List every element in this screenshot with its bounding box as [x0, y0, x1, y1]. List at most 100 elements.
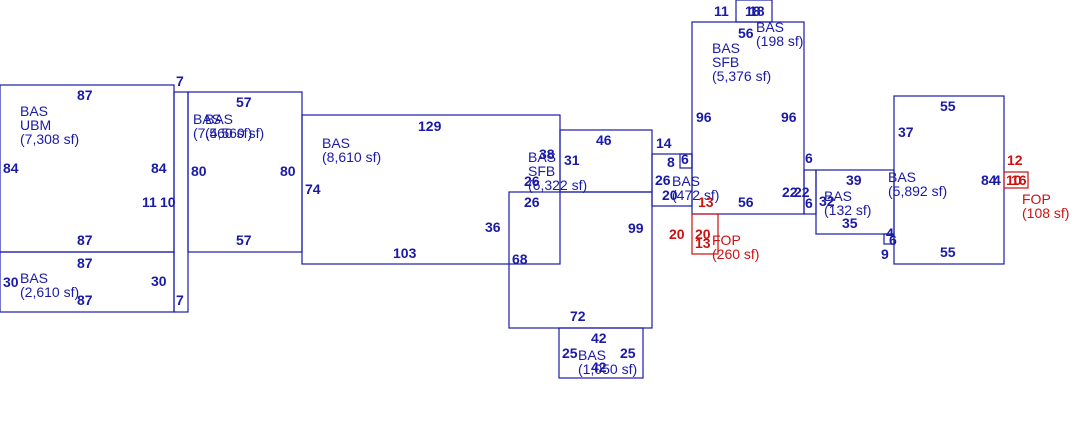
- area-label: (5,376 sf): [712, 68, 771, 84]
- dimension-label: 55: [940, 244, 956, 260]
- dimension-label: 4: [993, 172, 1001, 188]
- dimension-label: 72: [570, 308, 586, 324]
- area-labels: BAS UBM (7,308 sf) BAS (2,610 sf) BAS (7…: [20, 19, 1069, 377]
- area-label: UBM: [20, 117, 51, 133]
- dimension-label: 57: [236, 94, 252, 110]
- dimension-label: 13: [695, 235, 711, 251]
- area-label: BAS: [205, 111, 233, 127]
- dimension-label: 13: [698, 194, 714, 210]
- dimension-label: 42: [591, 330, 607, 346]
- area-label: BAS: [20, 270, 48, 286]
- area-label: FOP: [1022, 191, 1051, 207]
- dimension-label: 22: [794, 184, 810, 200]
- dimension-label: 6: [889, 232, 897, 248]
- area-label: FOP: [712, 232, 741, 248]
- area-label: (1,050 sf): [578, 361, 637, 377]
- dimension-label: 30: [3, 274, 19, 290]
- dimension-label: 16: [1011, 172, 1027, 188]
- dimension-label: 4: [886, 225, 894, 241]
- dimension-label: 56: [738, 25, 754, 41]
- area-label: (7,560 sf): [193, 125, 252, 141]
- dimension-label: 32: [819, 193, 835, 209]
- dimension-label: 20: [669, 226, 685, 242]
- dimension-label: 87: [77, 255, 93, 271]
- area-label: (7,308 sf): [20, 131, 79, 147]
- dimension-label: 11: [714, 3, 729, 19]
- area-label: BAS: [193, 111, 221, 127]
- dimension-label: 20: [662, 187, 678, 203]
- area-label: SFB: [528, 163, 555, 179]
- dimension-label: 74: [305, 181, 321, 197]
- area-label: (132 sf): [824, 202, 871, 218]
- dimension-label: 7: [176, 292, 184, 308]
- area-label: BAS: [756, 19, 784, 35]
- dimension-label: 57: [236, 232, 252, 248]
- dimension-label: 42: [591, 359, 607, 375]
- dimension-label: 96: [781, 109, 797, 125]
- sfb-5376: [691, 21, 805, 215]
- dimension-label: 12: [1007, 152, 1023, 168]
- fop-260: [691, 213, 719, 255]
- dimension-label: 84: [151, 160, 167, 176]
- dimension-label: 80: [191, 163, 207, 179]
- dimension-label: 31: [564, 152, 580, 168]
- dimension-label: 26: [524, 194, 540, 210]
- area-label: BAS: [528, 149, 556, 165]
- dimension-label: 10: [160, 194, 176, 210]
- dimension-labels: 87 84 84 87 7 11 10 87 87 30 30 7 57 80 …: [3, 3, 1027, 375]
- area-label: (472 sf): [672, 187, 719, 203]
- area-label: BAS: [712, 40, 740, 56]
- dimension-label: 14: [656, 135, 672, 151]
- area-label: (2,610 sf): [20, 284, 79, 300]
- dimension-label: 129: [418, 118, 442, 134]
- dimension-label: 20: [695, 226, 711, 242]
- dimension-label: 18: [745, 3, 761, 19]
- area-label: (108 sf): [1022, 205, 1069, 221]
- dimension-label: 6: [805, 150, 813, 166]
- dimension-label: 25: [562, 345, 578, 361]
- section-1050: [558, 327, 644, 379]
- dimension-label: 10: [1006, 172, 1022, 188]
- dimension-label: 7: [176, 73, 184, 89]
- dimension-label: 26: [524, 173, 540, 189]
- dimension-label: 87: [77, 232, 93, 248]
- area-label: (260 sf): [712, 246, 759, 262]
- dimension-label: 84: [3, 160, 19, 176]
- area-label: (5,892 sf): [888, 183, 947, 199]
- dimension-label: 22: [782, 184, 798, 200]
- area-label: (6,322 sf): [528, 177, 587, 193]
- dimension-label: 46: [596, 132, 612, 148]
- dimension-label: 55: [940, 98, 956, 114]
- area-label: BAS: [672, 173, 700, 189]
- dimension-label: 80: [280, 163, 296, 179]
- dimension-label: 9: [881, 246, 889, 262]
- dimension-label: 37: [898, 124, 914, 140]
- outlines: [0, 0, 1029, 379]
- dimension-label: 68: [512, 251, 528, 267]
- area-label: (8,610 sf): [322, 149, 381, 165]
- area-label: BAS: [20, 103, 48, 119]
- area-label: BAS: [322, 135, 350, 151]
- dimension-label: 38: [539, 146, 555, 162]
- dimension-label: 11: [142, 194, 157, 210]
- narrow-strip-section: [173, 91, 189, 313]
- dimension-label: 87: [77, 292, 93, 308]
- dimension-label: 26: [655, 172, 671, 188]
- dimension-label: 6: [681, 151, 689, 167]
- dimension-label: 96: [696, 109, 712, 125]
- dimension-label: 8: [667, 154, 675, 170]
- dimension-label: 103: [393, 245, 417, 261]
- area-label: (4,560 sf): [205, 125, 264, 141]
- area-label: BAS: [824, 188, 852, 204]
- dimension-label: 36: [485, 219, 501, 235]
- dimension-label: 84: [981, 172, 997, 188]
- dimension-label: 39: [846, 172, 862, 188]
- dimension-label: 6: [805, 195, 813, 211]
- area-label: BAS: [888, 169, 916, 185]
- fop-108: [1003, 171, 1029, 189]
- dimension-label: 87: [77, 87, 93, 103]
- dimension-label: 35: [842, 215, 858, 231]
- area-label: SFB: [712, 54, 739, 70]
- area-label: (198 sf): [756, 33, 803, 49]
